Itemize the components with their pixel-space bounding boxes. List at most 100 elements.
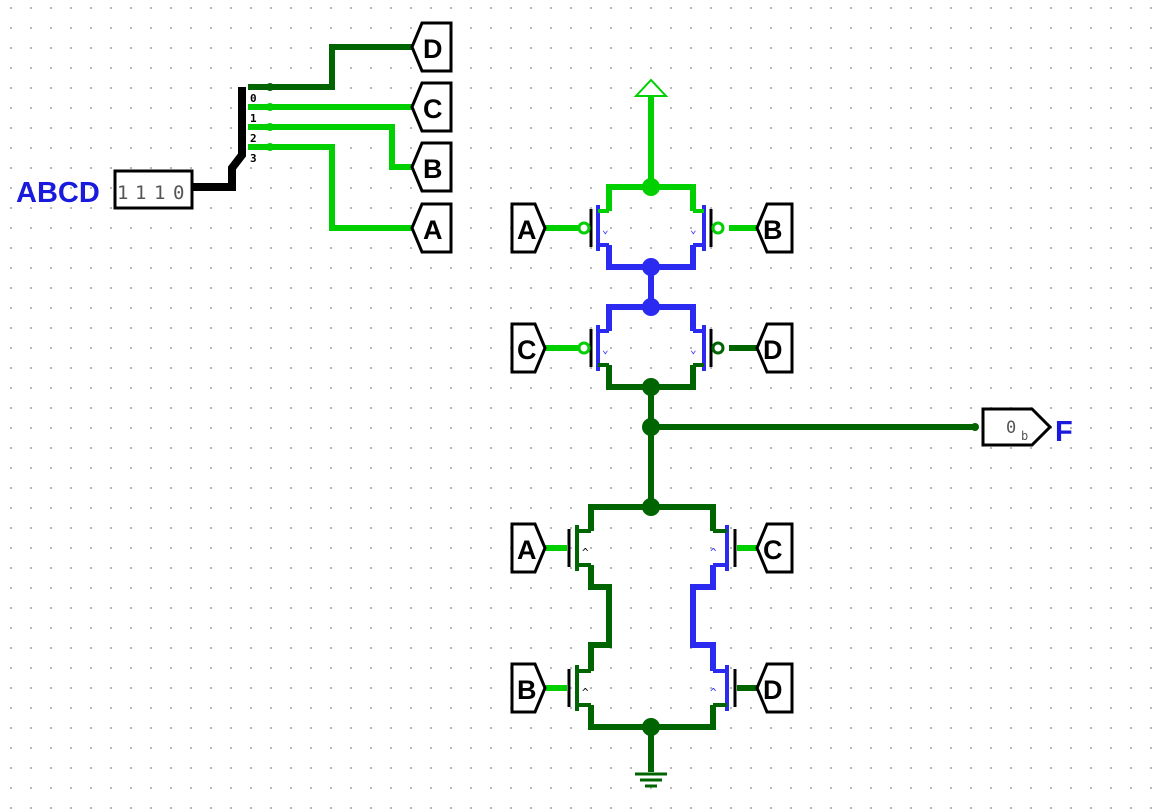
grid-dot xyxy=(890,87,892,89)
grid-dot xyxy=(470,707,472,709)
grid-dot xyxy=(170,747,172,749)
grid-dot xyxy=(890,147,892,149)
tunnel-nmos-top-right[interactable]: C xyxy=(755,522,794,574)
grid-dot xyxy=(350,507,352,509)
vdd-icon[interactable] xyxy=(633,78,669,97)
pmos-c[interactable]: ⌄ xyxy=(577,325,609,371)
grid-dot xyxy=(350,267,352,269)
grid-dot xyxy=(670,787,672,789)
grid-dot xyxy=(550,127,552,129)
grid-dot xyxy=(730,267,732,269)
grid-dot xyxy=(310,727,312,729)
input-bit-0[interactable]: 1 xyxy=(117,182,128,204)
grid-dot xyxy=(30,327,32,329)
grid-dot xyxy=(870,667,872,669)
grid-dot xyxy=(1050,367,1052,369)
tunnel-pmos1-right[interactable]: B xyxy=(755,202,794,254)
grid-dot xyxy=(570,767,572,769)
grid-dot xyxy=(430,567,432,569)
tunnel-pmos2-right[interactable]: D xyxy=(755,322,794,374)
grid-dot xyxy=(790,507,792,509)
grid-dot xyxy=(1130,507,1132,509)
nmos-b[interactable]: ^ xyxy=(567,665,591,711)
tunnel-pmos2-left[interactable]: C xyxy=(510,322,547,374)
grid-dot xyxy=(170,7,172,9)
nmos-c[interactable]: ^ xyxy=(710,525,737,571)
grid-dot xyxy=(1050,467,1052,469)
grid-dot xyxy=(210,807,212,809)
tunnel-pmos1-left[interactable]: A xyxy=(510,202,547,254)
grid-dot xyxy=(510,587,512,589)
grid-dot xyxy=(390,287,392,289)
pmos-a[interactable]: ⌄ xyxy=(577,205,609,251)
grid-dot xyxy=(1030,47,1032,49)
grid-dot xyxy=(890,287,892,289)
grid-dot xyxy=(410,787,412,789)
grid-dot xyxy=(90,647,92,649)
grid-dot xyxy=(1050,267,1052,269)
split-index-1: 1 xyxy=(250,112,257,125)
grid-dot xyxy=(250,327,252,329)
tunnel-split-d[interactable]: D xyxy=(410,21,453,73)
grid-dot xyxy=(790,767,792,769)
grid-dot xyxy=(210,467,212,469)
pmos-a-mark: ⌄ xyxy=(602,223,609,236)
grid-dot xyxy=(650,687,652,689)
pmos-d-mark: ⌄ xyxy=(690,343,697,356)
grid-dot xyxy=(150,367,152,369)
grid-dot xyxy=(950,607,952,609)
pmos-d[interactable]: ⌄ xyxy=(690,325,725,371)
grid-dot xyxy=(930,647,932,649)
input-bit-2[interactable]: 1 xyxy=(154,182,165,204)
grid-dot xyxy=(10,247,12,249)
ground-icon[interactable] xyxy=(635,772,667,788)
grid-dot xyxy=(630,707,632,709)
grid-dot xyxy=(1110,607,1112,609)
grid-dot xyxy=(670,47,672,49)
tunnel-nmos-bottom-left[interactable]: B xyxy=(510,662,547,714)
grid-dot xyxy=(470,347,472,349)
grid-dot xyxy=(590,47,592,49)
grid-dot xyxy=(10,767,12,769)
grid-dot xyxy=(330,467,332,469)
grid-dot xyxy=(570,707,572,709)
pmos-b[interactable]: ⌄ xyxy=(690,205,725,251)
grid-dot xyxy=(1130,367,1132,369)
grid-dot xyxy=(470,427,472,429)
input-bit-1[interactable]: 1 xyxy=(135,182,146,204)
grid-dot xyxy=(870,167,872,169)
grid-dot xyxy=(450,527,452,529)
grid-dot xyxy=(310,507,312,509)
grid-dot xyxy=(110,47,112,49)
grid-dot xyxy=(410,407,412,409)
input-pin-abcd[interactable]: 1 1 1 0 xyxy=(113,169,194,210)
grid-dot xyxy=(90,447,92,449)
tunnel-nmos-bottom-right[interactable]: D xyxy=(755,662,794,714)
tunnel-nmos-top-left[interactable]: A xyxy=(510,522,547,574)
grid-dot xyxy=(10,307,12,309)
grid-dot xyxy=(850,447,852,449)
grid-dot xyxy=(810,527,812,529)
nmos-d[interactable]: ^ xyxy=(710,665,737,711)
tunnel-split-b[interactable]: B xyxy=(410,141,453,193)
grid-dot xyxy=(70,527,72,529)
grid-dot xyxy=(650,547,652,549)
grid-dot xyxy=(650,667,652,669)
grid-dot xyxy=(1150,247,1152,249)
grid-dot xyxy=(30,167,32,169)
tunnel-split-c[interactable]: C xyxy=(410,81,453,133)
grid-dot xyxy=(350,747,352,749)
grid-dot xyxy=(970,107,972,109)
input-bit-3[interactable]: 0 xyxy=(173,182,184,204)
tunnel-split-a[interactable]: A xyxy=(410,202,453,254)
grid-dot xyxy=(810,767,812,769)
grid-dot xyxy=(90,327,92,329)
grid-dot xyxy=(810,187,812,189)
grid-dot xyxy=(770,727,772,729)
nmos-a[interactable]: ^ xyxy=(567,525,591,571)
grid-dot xyxy=(310,327,312,329)
grid-dot xyxy=(770,87,772,89)
grid-dot xyxy=(1010,807,1012,809)
output-pin-f[interactable]: 0 b xyxy=(981,407,1053,447)
